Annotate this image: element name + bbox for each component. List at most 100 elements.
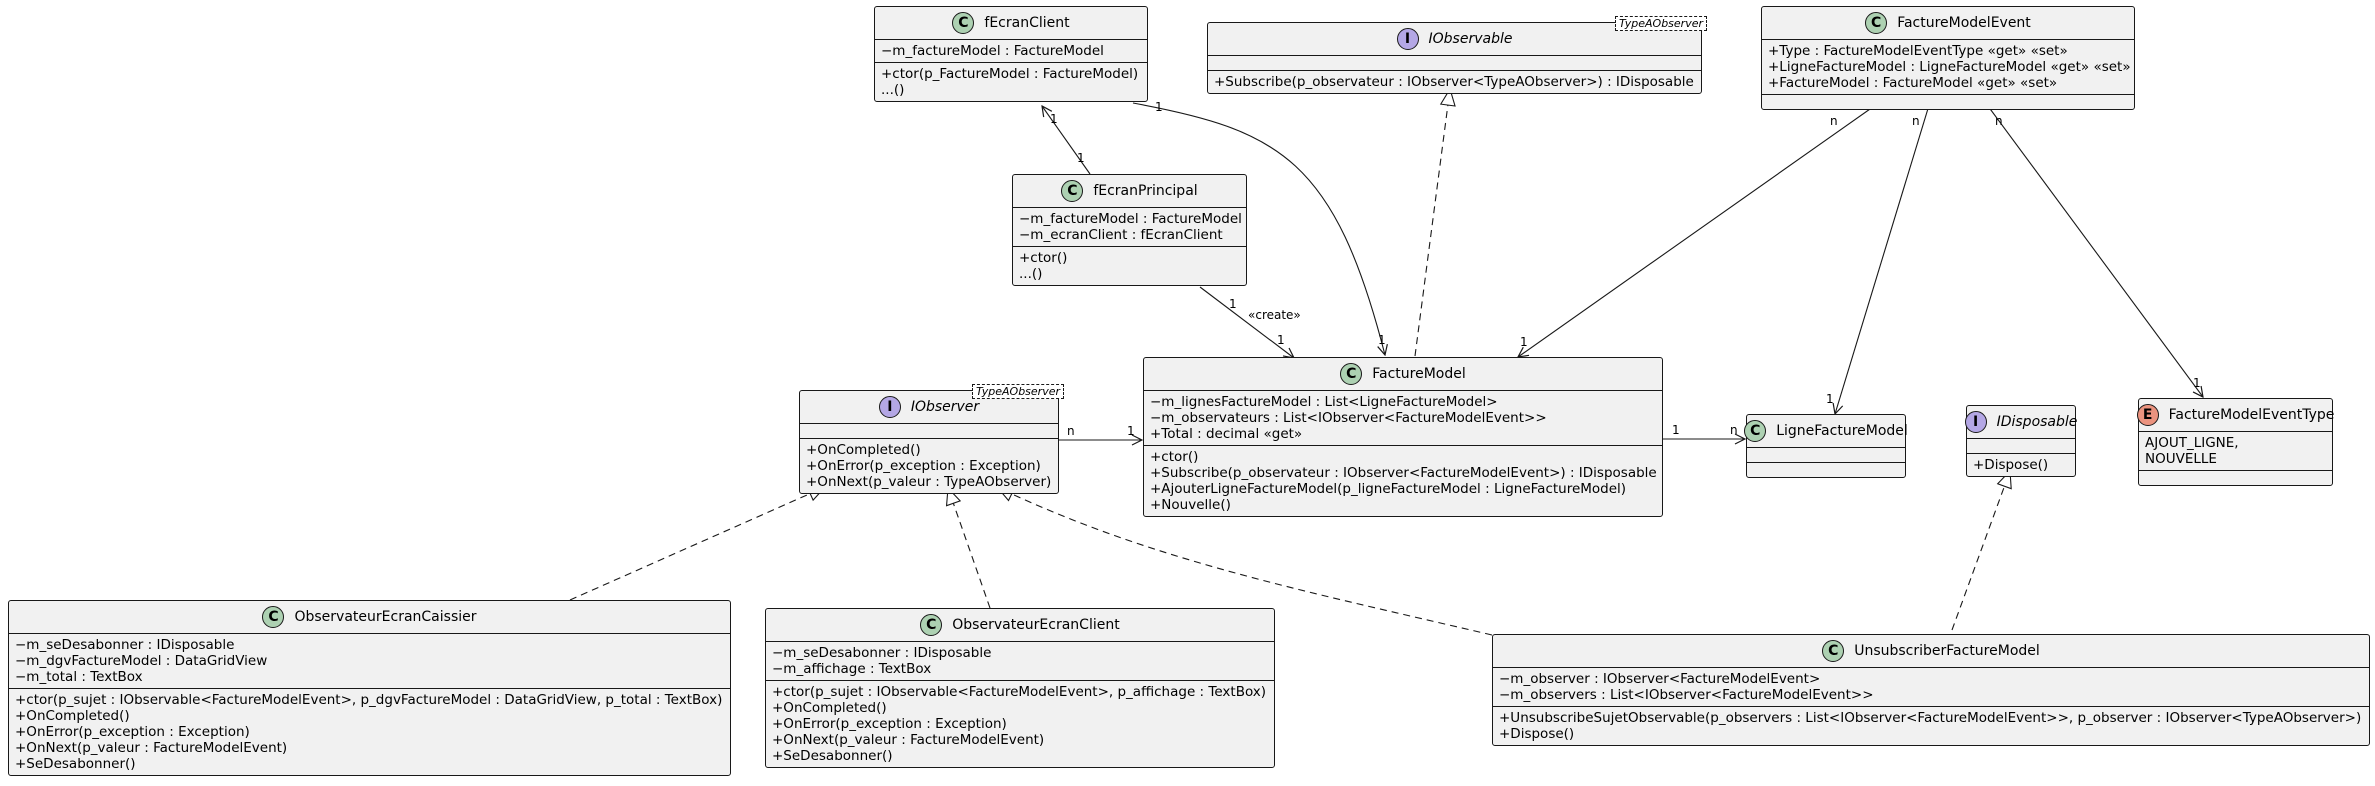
edge-label: 1 [1672,423,1680,437]
enum-facturemodeleventtype[interactable]: E FactureModelEventType AJOUT_LIGNE, NOUV… [2136,398,2335,486]
method: +OnNext(p_valeur : FactureModelEvent) [15,740,288,756]
class-name: ObservateurEcranCaissier [294,609,477,625]
attributes-section [1747,448,1905,463]
attribute: −m_factureModel : FactureModel [1019,211,1242,227]
class-icon: C [1744,420,1767,442]
methods-section: +UnsubscribeSujetObservable(p_observers … [1493,707,2369,745]
class-name: FactureModel [1372,366,1466,382]
method: +OnCompleted() [15,708,130,724]
methods-section: +ctor() ...() [1013,247,1246,285]
class-name: LigneFactureModel [1776,423,1908,439]
attributes-section: −m_factureModel : FactureModel −m_ecranC… [1013,208,1246,247]
attribute: −m_seDesabonner : IDisposable [772,645,992,661]
enum-name: FactureModelEventType [2168,407,2335,423]
method: +SeDesabonner() [15,756,136,772]
attributes-section: +Type : FactureModelEventType «get» «set… [1762,40,2134,95]
edge-label: 1 [1826,392,1834,406]
edge-label: 1 [1127,424,1135,438]
methods-section: +ctor() +Subscribe(p_observateur : IObse… [1144,446,1662,516]
class-icon: C [1340,363,1363,385]
class-observateurecrancaissier[interactable]: C ObservateurEcranCaissier −m_seDesabonne… [8,600,731,776]
edge-label: 1 [1378,333,1386,347]
edge-label: n [1730,423,1738,437]
edge-fecranprincipal-fecranclient [1042,106,1091,175]
class-icon: C [952,12,975,34]
method: +Dispose() [1973,457,2049,473]
edge-label: 1 [1155,100,1163,114]
attribute: +FactureModel : FactureModel «get» «set» [1768,75,2058,91]
methods-section: +ctor(p_sujet : IObservable<FactureModel… [9,689,730,775]
method: +Subscribe(p_observateur : IObserver<Fac… [1150,465,1657,481]
edge-label: 1 [2193,376,2201,390]
interface-icon: I [1964,411,1987,433]
attribute: −m_factureModel : FactureModel [881,43,1104,59]
attributes-section: −m_factureModel : FactureModel [875,40,1147,63]
method: +Nouvelle() [1150,497,1231,513]
edge-label: 1 [1229,297,1237,311]
attributes-section [1967,439,2075,454]
method: +OnError(p_exception : Exception) [15,724,250,740]
methods-section: +Subscribe(p_observateur : IObserver<Typ… [1208,71,1701,93]
edge-unsub-iobserver [997,487,1493,636]
edge-label: 1 [1520,335,1528,349]
edge-event-eventtype [1984,101,2203,397]
edge-event-lignefacturemodel [1835,101,1931,414]
attribute: −m_observers : List<IObserver<FactureMod… [1499,687,1874,703]
edge-fecranclient-facturemodel [1132,102,1385,355]
interface-idisposable[interactable]: I IDisposable +Dispose() [1964,405,2078,477]
attribute: −m_observer : IObserver<FactureModelEven… [1499,671,1821,687]
method: ...() [881,82,905,98]
attributes-section [800,424,1058,439]
class-icon: C [262,606,285,628]
attributes-section: −m_observer : IObserver<FactureModelEven… [1493,668,2369,707]
method: +ctor(p_sujet : IObservable<FactureModel… [772,684,1267,700]
attribute: −m_lignesFactureModel : List<LigneFactur… [1150,394,1498,410]
enum-icon: E [2136,404,2159,426]
methods-section [1747,463,1905,477]
method: +ctor(p_FactureModel : FactureModel) [881,66,1139,82]
edge-fecranprincipal-facturemodel [1199,286,1294,358]
class-icon: C [920,614,943,636]
edge-obsclient-iobserver [948,488,991,609]
method: +AjouterLigneFactureModel(p_ligneFacture… [1150,481,1627,497]
type-parameter: TypeAObserver [1614,16,1707,31]
enum-value: NOUVELLE [2145,451,2217,467]
interface-icon: I [1396,28,1419,50]
method: +Dispose() [1499,726,1575,742]
method: +ctor(p_sujet : IObservable<FactureModel… [15,692,723,708]
methods-section: +ctor(p_FactureModel : FactureModel) ...… [875,63,1147,101]
attribute: −m_ecranClient : fEcranClient [1019,227,1223,243]
method: +OnNext(p_valeur : FactureModelEvent) [772,732,1045,748]
method: +OnCompleted() [806,442,921,458]
class-lignefacturemodel[interactable]: C LigneFactureModel [1744,414,1908,478]
interface-name: IDisposable [1996,414,2078,430]
method: +OnNext(p_valeur : TypeAObserver) [806,474,1052,490]
values-section: AJOUT_LIGNE, NOUVELLE [2139,432,2332,471]
attributes-section: −m_seDesabonner : IDisposable −m_dgvFact… [9,634,730,689]
attribute: −m_total : TextBox [15,669,143,685]
class-facturemodel[interactable]: C FactureModel −m_lignesFactureModel : Li… [1143,357,1663,517]
edge-facturemodel-iobservable [1414,89,1450,357]
methods-section: +ctor(p_sujet : IObservable<FactureModel… [766,681,1274,767]
attribute: −m_seDesabonner : IDisposable [15,637,235,653]
methods-section: +Dispose() [1967,454,2075,476]
edge-label: n [1830,114,1838,128]
edge-caissier-iobserver [569,487,825,601]
method: +Subscribe(p_observateur : IObserver<Typ… [1214,74,1694,90]
edge-label: n [1912,114,1920,128]
attributes-section [1208,56,1701,71]
method: ...() [1019,266,1043,282]
class-name: FactureModelEvent [1897,15,2031,31]
type-parameter: TypeAObserver [971,384,1064,399]
edge-label: 1 [1077,151,1085,165]
attribute: +LigneFactureModel : LigneFactureModel «… [1768,59,2131,75]
attribute: −m_affichage : TextBox [772,661,932,677]
